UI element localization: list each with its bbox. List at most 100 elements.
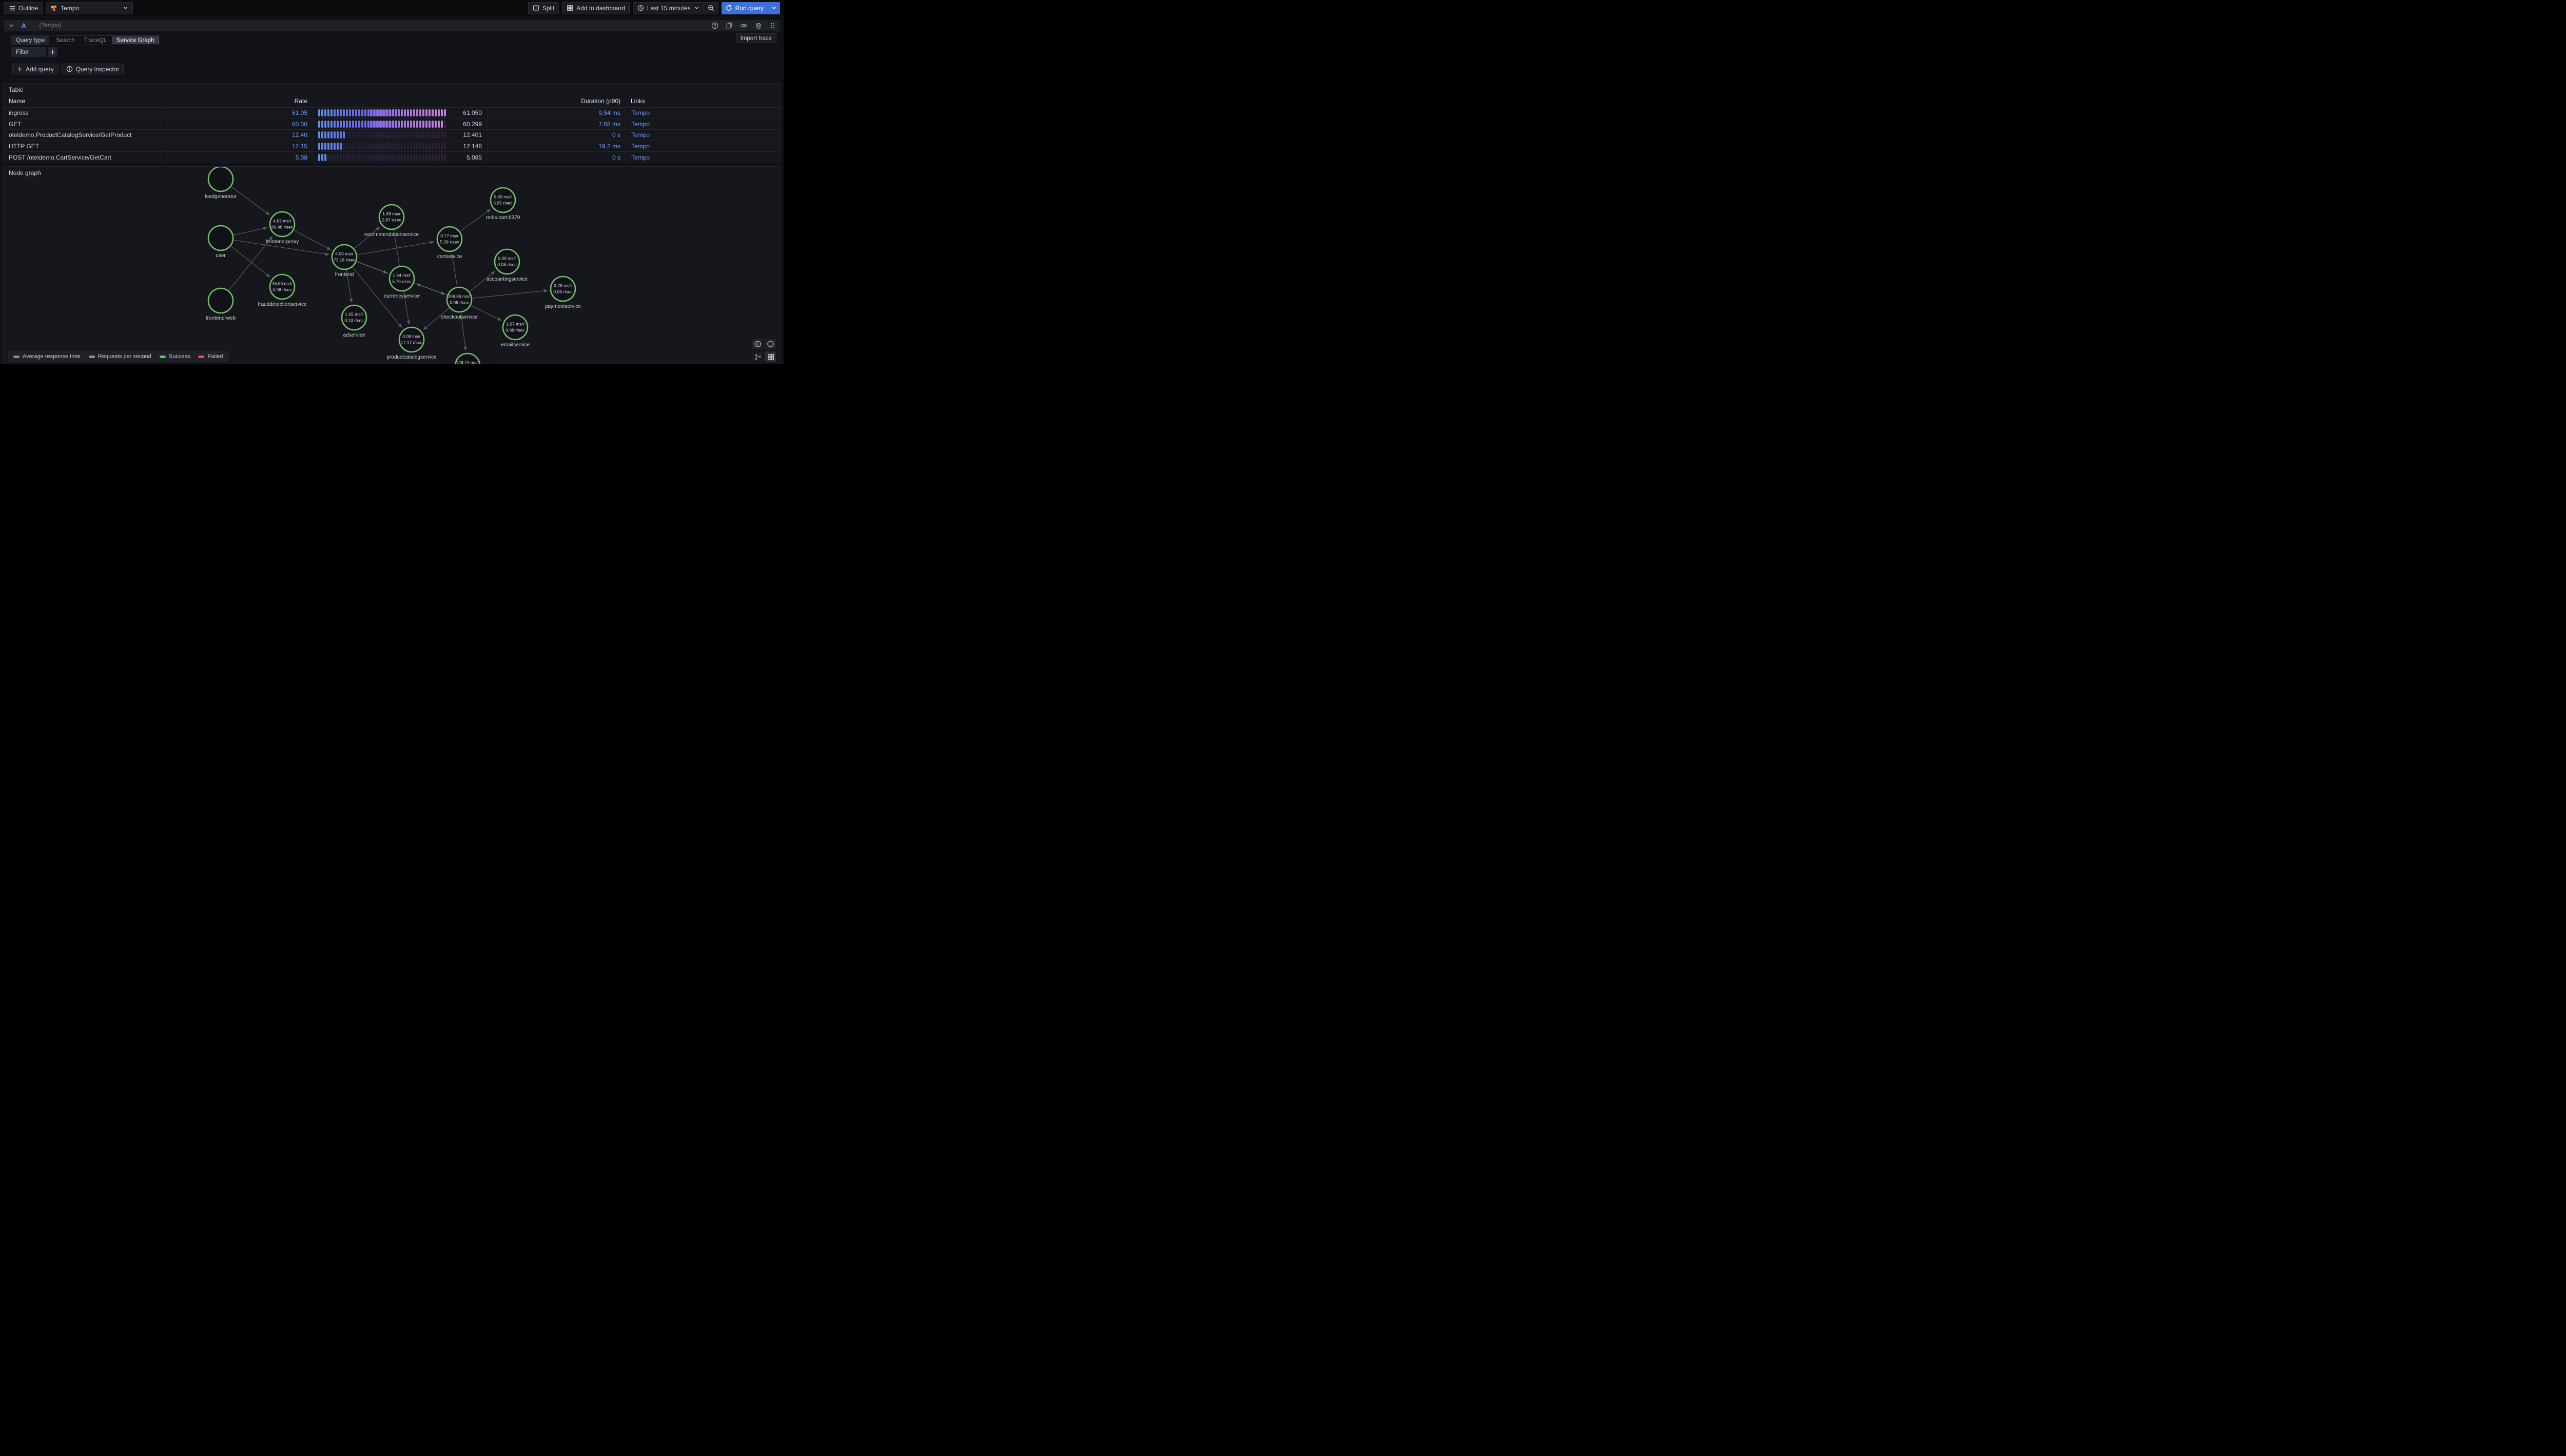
tempo-link[interactable]: Tempo xyxy=(631,143,650,150)
legend-label: Average response time xyxy=(23,353,81,360)
graph-zoom-out-button[interactable] xyxy=(765,339,776,349)
query-type-option-traceql[interactable]: TraceQL xyxy=(84,37,107,44)
gauge-value: 12.148 xyxy=(463,143,482,150)
service-node-frauddetectionservice[interactable]: 46.66 ms/r0.08 r/secfrauddetectionservic… xyxy=(258,273,307,307)
column-header-rate[interactable]: Rate xyxy=(294,97,307,105)
cell-rate: 12.40 xyxy=(161,130,313,141)
service-node-circle xyxy=(494,248,520,275)
minus-circle-icon xyxy=(767,341,774,347)
query-inspector-button[interactable]: Query inspector xyxy=(61,64,124,74)
table-row: oteldemo.ProductCatalogService/GetProduc… xyxy=(4,129,780,141)
cell-rate: 60.30 xyxy=(161,119,313,130)
service-node-circle xyxy=(490,187,516,213)
cell-rate-gauge: 61.050 xyxy=(313,108,487,119)
add-filter-button[interactable] xyxy=(48,47,57,57)
run-query-button[interactable]: Run query xyxy=(721,2,768,14)
node-stat-response-time: 1.97 ms/r xyxy=(506,322,524,327)
query-type-option-search[interactable]: Search xyxy=(56,37,75,44)
split-label: Split xyxy=(542,4,555,12)
service-node-circle xyxy=(207,225,234,251)
tempo-link[interactable]: Tempo xyxy=(631,109,650,117)
graph-layout-grid-button[interactable] xyxy=(765,351,776,362)
service-node-circle xyxy=(436,226,463,252)
node-graph-panel-title[interactable]: Node graph xyxy=(9,169,41,176)
duplicate-query-icon[interactable] xyxy=(726,22,733,29)
lcd-gauge xyxy=(318,120,446,128)
node-label: frontend-web xyxy=(206,316,236,321)
query-row-header[interactable]: A (Tempo) xyxy=(4,20,780,31)
tempo-link[interactable]: Tempo xyxy=(631,131,650,139)
legend-swatch xyxy=(159,355,166,358)
cell-rate-gauge: 12.148 xyxy=(313,141,487,152)
node-label: productcatalogservice xyxy=(386,355,437,360)
query-type-option-service-graph[interactable]: Service Graph xyxy=(112,36,159,44)
service-node-circle xyxy=(454,352,481,364)
time-range-button[interactable]: Last 15 minutes xyxy=(632,2,704,14)
column-header-name[interactable]: Name xyxy=(9,97,26,105)
tempo-logo-icon xyxy=(51,5,57,11)
node-stat-response-time: 0.29 ms/r xyxy=(554,283,572,288)
cell-links: Tempo xyxy=(626,152,780,163)
datasource-name: Tempo xyxy=(61,4,80,12)
node-label: currencyservice xyxy=(384,293,420,299)
table-panel-title[interactable]: Table xyxy=(9,86,24,93)
legend-item: Success xyxy=(159,353,190,360)
service-node-circle xyxy=(341,304,367,331)
service-node-service-partial[interactable]: 128.74 ms/r xyxy=(454,352,481,364)
service-node-circle xyxy=(378,204,405,230)
service-node-productcatalogservice[interactable]: 0.08 ms/r17.17 r/secproductcatalogservic… xyxy=(386,326,437,360)
lcd-gauge xyxy=(318,109,446,117)
graph-zoom-in-button[interactable] xyxy=(752,339,763,349)
service-node-loadgenerator[interactable]: loadgenerator xyxy=(205,167,237,200)
lcd-gauge xyxy=(318,153,446,161)
column-header-duration[interactable]: Duration (p90) xyxy=(581,97,620,105)
add-to-dashboard-button[interactable]: Add to dashboard xyxy=(562,2,630,14)
help-icon[interactable] xyxy=(711,22,718,29)
delete-query-trash-icon[interactable] xyxy=(755,22,762,29)
chevron-down-icon xyxy=(124,7,127,9)
cell-rate: 61.05 xyxy=(161,108,313,119)
column-header-links[interactable]: Links xyxy=(631,97,646,105)
outline-button[interactable]: Outline xyxy=(4,2,43,14)
table-panel: Table Name Rate Duration (p90) Links ing… xyxy=(3,83,781,163)
service-node-frontend-web[interactable]: frontend-web xyxy=(206,287,236,321)
run-query-dropdown-button[interactable] xyxy=(768,2,780,14)
toggle-visibility-eye-icon[interactable] xyxy=(740,22,748,29)
drag-handle-icon[interactable] xyxy=(769,22,775,29)
node-stat-request-rate: 5.95 r/sec xyxy=(493,201,513,206)
sync-icon xyxy=(726,5,732,11)
tempo-link[interactable]: Tempo xyxy=(631,153,650,161)
graph-layout-tree-button[interactable] xyxy=(752,351,763,362)
service-edge xyxy=(234,226,268,235)
cell-name: oteldemo.ProductCatalogService/GetProduc… xyxy=(9,131,132,139)
node-label: recommendationservice xyxy=(364,232,419,238)
service-node-user[interactable]: user xyxy=(207,225,234,259)
time-zoom-out-button[interactable] xyxy=(704,2,718,14)
service-edge xyxy=(470,271,495,292)
datasource-picker[interactable]: Tempo xyxy=(46,2,133,14)
import-trace-button[interactable]: Import trace xyxy=(735,33,776,43)
plus-icon xyxy=(50,49,55,55)
chevron-down-icon[interactable] xyxy=(8,23,14,29)
cell-rate-gauge: 60.299 xyxy=(313,119,487,130)
cell-duration: 7.68 ms xyxy=(487,119,626,130)
add-query-button[interactable]: Add query xyxy=(12,64,59,74)
node-label: cartservice xyxy=(437,254,462,260)
search-minus-icon xyxy=(708,5,714,11)
service-graph-canvas[interactable]: loadgenerator user 4.63 ms/r60.98 r/secfro… xyxy=(4,167,780,364)
split-button[interactable]: Split xyxy=(528,2,559,14)
tempo-link[interactable]: Tempo xyxy=(631,120,650,128)
service-node-circle xyxy=(269,273,296,300)
